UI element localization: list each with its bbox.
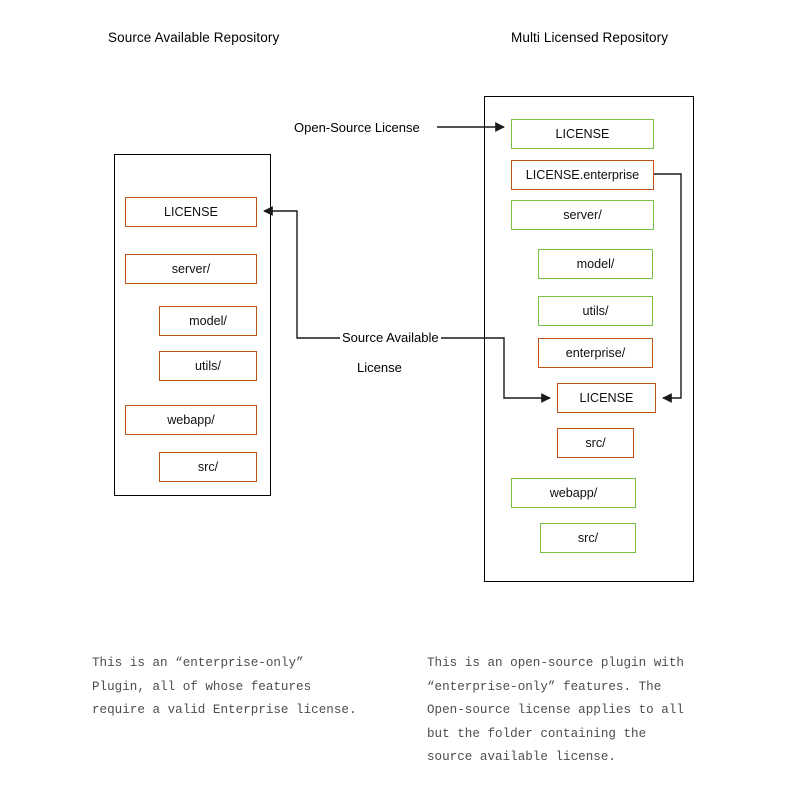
right-caption: This is an open-source plugin with “ente… [427, 656, 684, 764]
right-node-webapp-src[interactable]: src/ [540, 523, 636, 553]
right-node-enterprise-src[interactable]: src/ [557, 428, 634, 458]
right-node-enterprise[interactable]: enterprise/ [538, 338, 653, 368]
left-node-license[interactable]: LICENSE [125, 197, 257, 227]
left-node-src[interactable]: src/ [159, 452, 257, 482]
right-node-webapp[interactable]: webapp/ [511, 478, 636, 508]
connector-label-source-available-line1: Source Available [342, 330, 439, 345]
right-node-model[interactable]: model/ [538, 249, 653, 279]
right-node-utils[interactable]: utils/ [538, 296, 653, 326]
connector-label-open-source-license: Open-Source License [294, 120, 420, 135]
right-node-server[interactable]: server/ [511, 200, 654, 230]
right-node-license-open-source[interactable]: LICENSE [511, 119, 654, 149]
left-column-title: Source Available Repository [108, 30, 280, 45]
left-node-utils[interactable]: utils/ [159, 351, 257, 381]
connector-label-source-available-line2: License [357, 360, 402, 375]
right-node-license-source-available[interactable]: LICENSE [557, 383, 656, 413]
wire-source-available-to-left-license [263, 206, 340, 339]
right-node-license-enterprise[interactable]: LICENSE.enterprise [511, 160, 654, 190]
left-node-webapp[interactable]: webapp/ [125, 405, 257, 435]
right-column-title: Multi Licensed Repository [511, 30, 669, 45]
left-node-server[interactable]: server/ [125, 254, 257, 284]
left-node-model[interactable]: model/ [159, 306, 257, 336]
left-caption: This is an “enterprise-only” Plugin, all… [92, 656, 357, 717]
